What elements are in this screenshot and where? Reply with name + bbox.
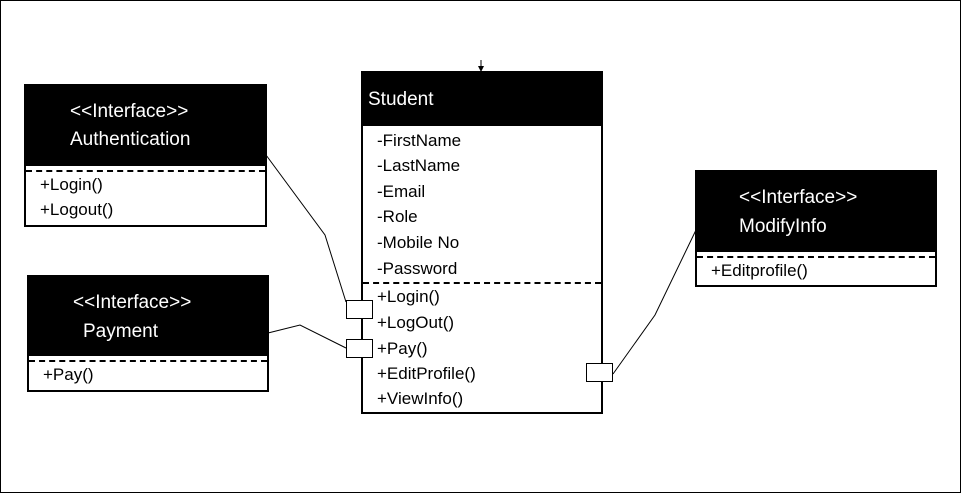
attribute-role: -Role bbox=[377, 207, 418, 226]
student-attributes: -FirstName -LastName -Email -Role -Mobil… bbox=[363, 126, 601, 282]
student-class-title: Student bbox=[368, 89, 434, 110]
operation-viewinfo: +ViewInfo() bbox=[377, 389, 464, 408]
attribute-firstname: -FirstName bbox=[377, 131, 462, 150]
modifyinfo-header: <<Interface>> ModifyInfo bbox=[697, 172, 935, 252]
authentication-op-login: +Login() bbox=[40, 175, 103, 194]
payment-operations: +Pay() bbox=[29, 362, 267, 388]
authentication-divider bbox=[26, 170, 265, 172]
payment-header: <<Interface>> Payment bbox=[29, 277, 267, 356]
authentication-connector bbox=[265, 154, 347, 303]
payment-op-pay: +Pay() bbox=[43, 365, 94, 384]
authentication-header: <<Interface>> Authentication bbox=[26, 86, 265, 166]
authentication-name: Authentication bbox=[70, 129, 191, 150]
modifyinfo-operations: +Editprofile() bbox=[697, 258, 935, 284]
modifyinfo-interface[interactable]: <<Interface>> ModifyInfo +Editprofile() bbox=[695, 170, 937, 287]
attribute-lastname: -LastName bbox=[377, 156, 461, 175]
payment-stereotype: <<Interface>> bbox=[73, 292, 192, 313]
payment-port[interactable] bbox=[346, 339, 373, 358]
student-operations: +Login() +LogOut() +Pay() +EditProfile()… bbox=[363, 284, 601, 410]
modifyinfo-stereotype: <<Interface>> bbox=[739, 187, 858, 208]
attribute-password: -Password bbox=[377, 259, 458, 278]
modifyinfo-op-editprofile: +Editprofile() bbox=[711, 261, 808, 280]
student-class-header: Student bbox=[363, 73, 601, 126]
authentication-op-logout: +Logout() bbox=[40, 200, 114, 219]
attribute-email: -Email bbox=[377, 182, 426, 201]
operation-login: +Login() bbox=[377, 287, 440, 306]
operation-editprofile: +EditProfile() bbox=[377, 364, 476, 383]
authentication-port[interactable] bbox=[346, 300, 373, 319]
payment-connector bbox=[267, 324, 347, 349]
modifyinfo-name: ModifyInfo bbox=[739, 216, 827, 237]
authentication-operations: +Login() +Logout() bbox=[26, 172, 265, 224]
modifyinfo-port[interactable] bbox=[586, 363, 613, 382]
operation-logout: +LogOut() bbox=[377, 313, 455, 332]
payment-divider bbox=[29, 360, 267, 362]
incoming-arrowhead bbox=[478, 66, 484, 72]
modifyinfo-connector bbox=[612, 229, 697, 375]
authentication-interface[interactable]: <<Interface>> Authentication +Login() +L… bbox=[24, 84, 267, 227]
operation-pay: +Pay() bbox=[377, 339, 428, 358]
attribute-mobile-no: -Mobile No bbox=[377, 233, 460, 252]
payment-name: Payment bbox=[83, 321, 158, 342]
student-divider bbox=[363, 282, 601, 284]
modifyinfo-divider bbox=[697, 256, 935, 258]
authentication-stereotype: <<Interface>> bbox=[70, 101, 189, 122]
payment-interface[interactable]: <<Interface>> Payment +Pay() bbox=[27, 275, 269, 392]
student-class[interactable]: Student -FirstName -LastName -Email -Rol… bbox=[361, 71, 603, 414]
